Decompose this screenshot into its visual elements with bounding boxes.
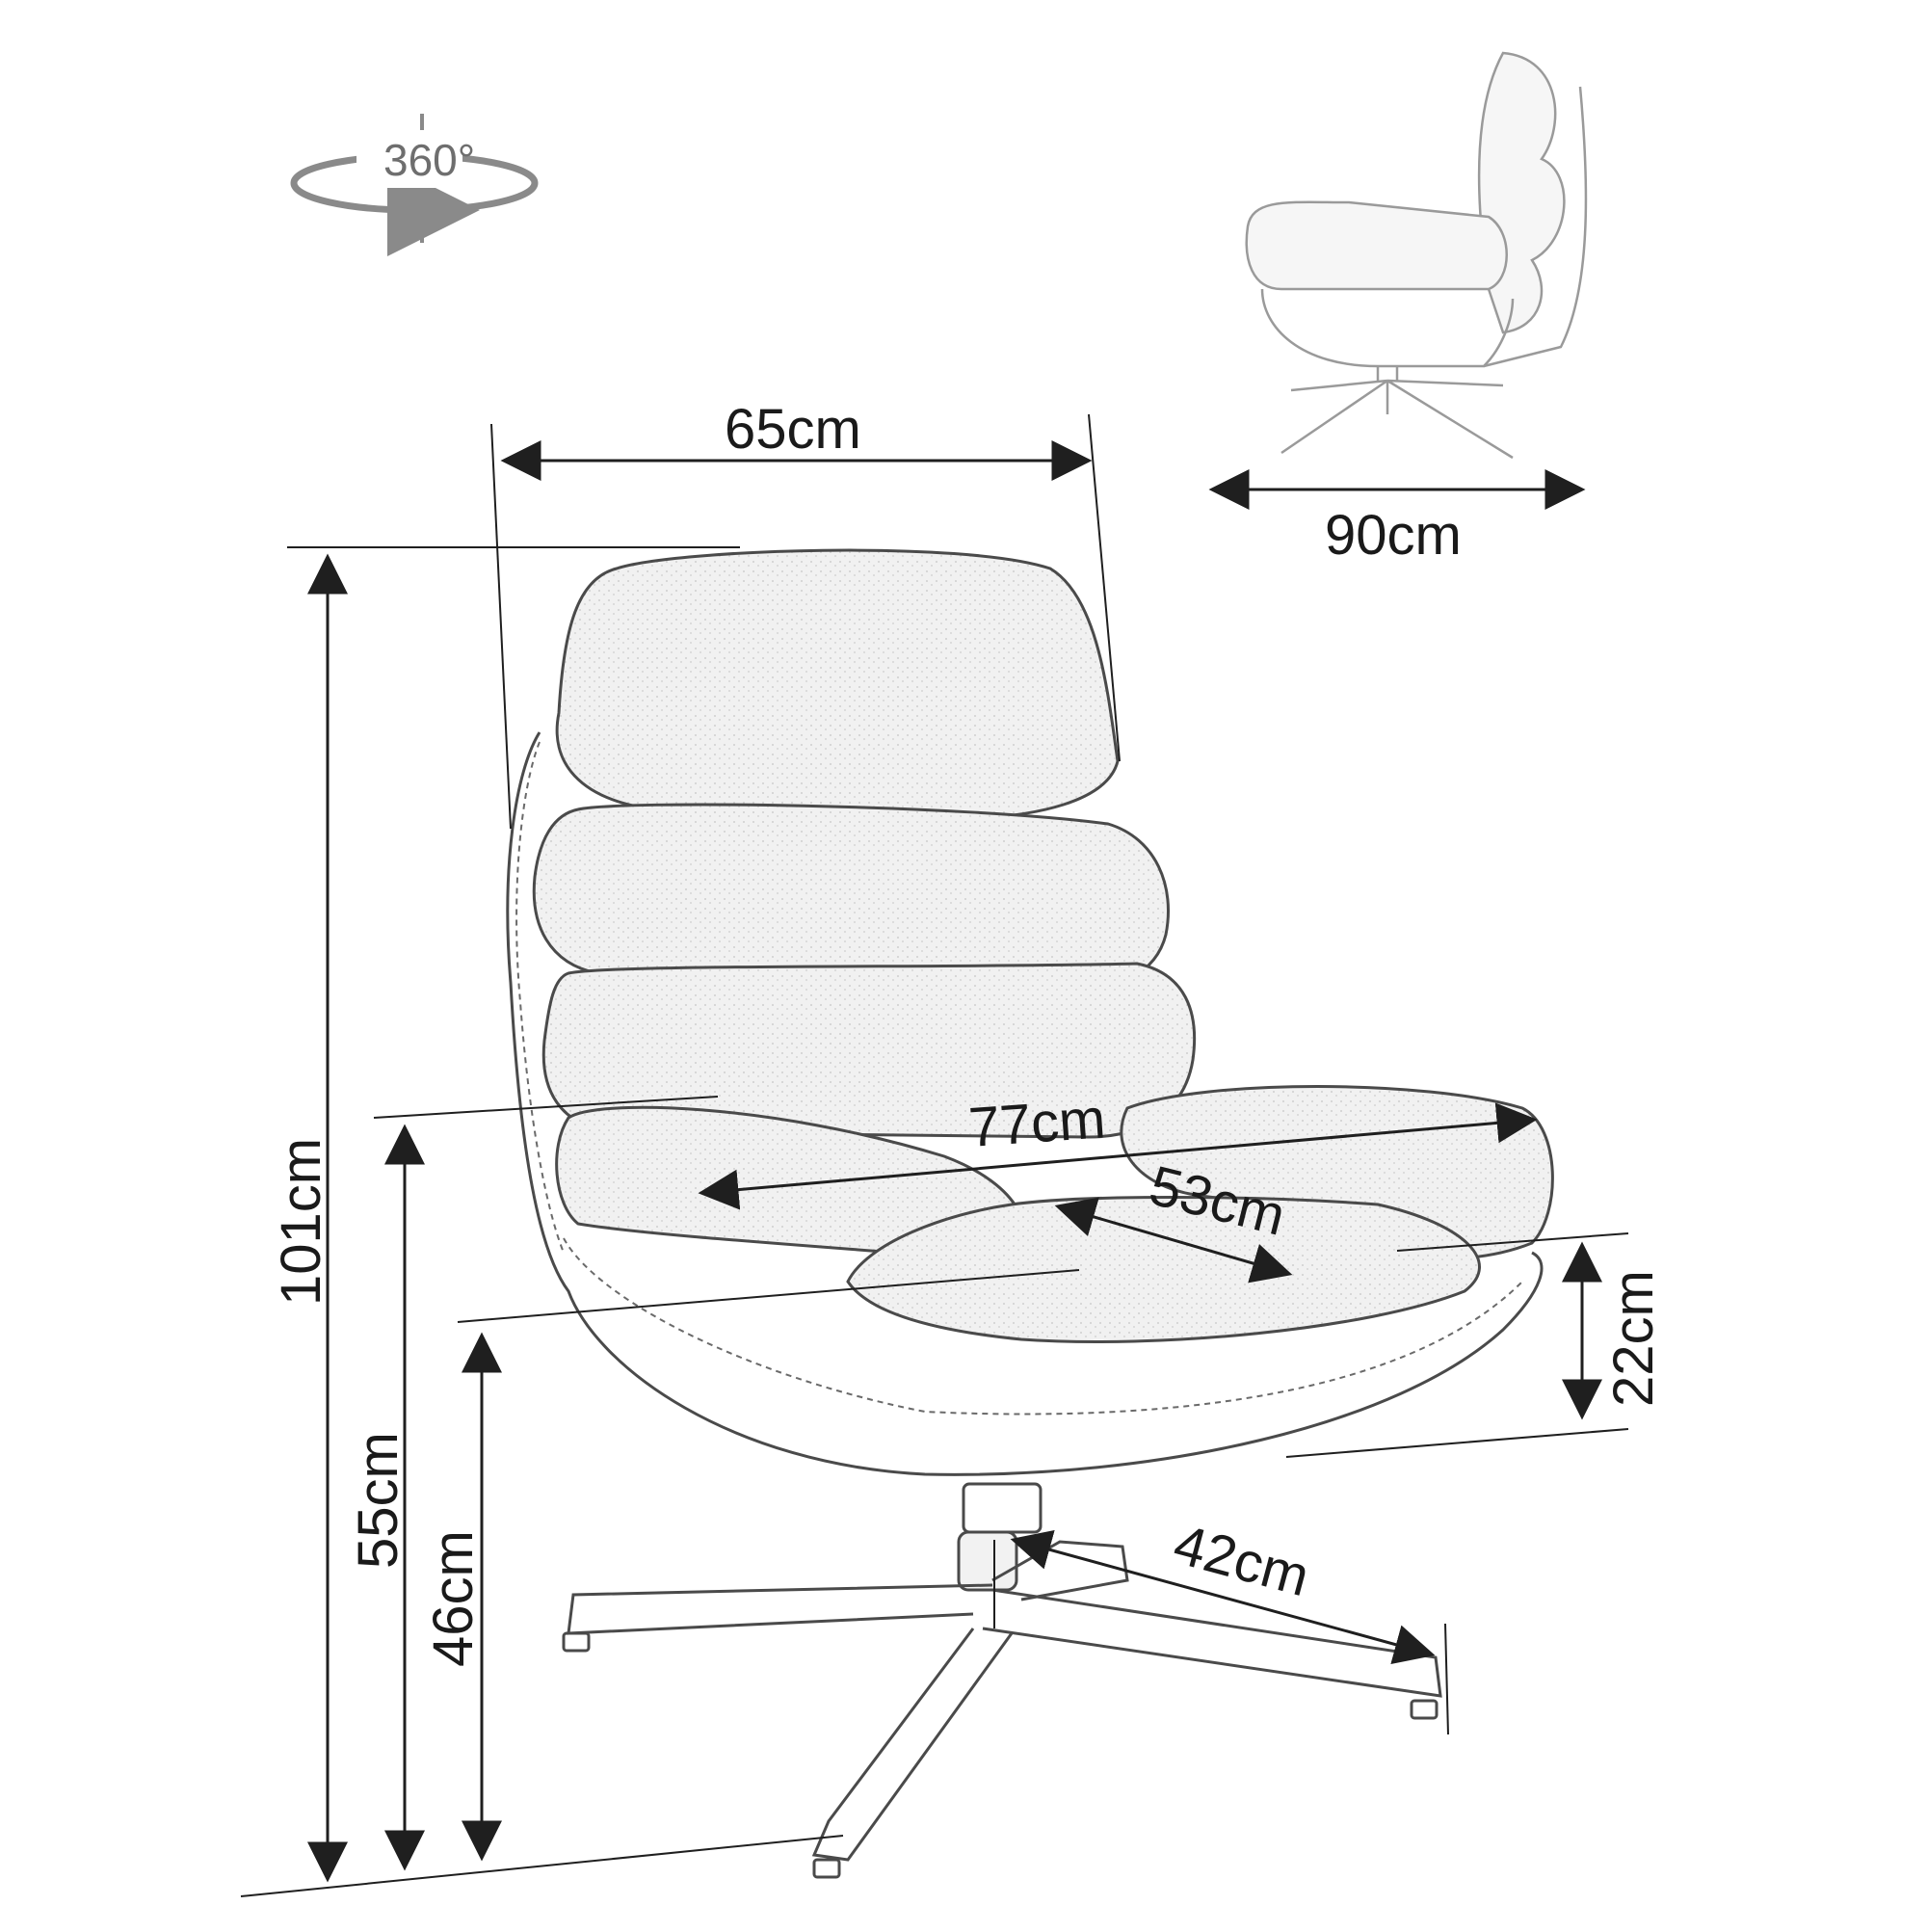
dimension-seat-height-label: 46cm [422,1530,485,1667]
dimension-armrest-height: 55cm [347,1096,719,1871]
dimension-width-label: 65cm [725,398,861,461]
dimension-armrest-step: 22cm [1285,1232,1665,1458]
side-view-chair [1245,51,1588,460]
rotate-360-icon: 360° [290,114,539,256]
dimension-armrest-height-label: 55cm [347,1432,409,1569]
dimension-total-height-label: 101cm [270,1138,332,1306]
dimension-seat-height: 46cm [422,1269,1080,1862]
dimension-seat-diagonal: 77cm [698,1087,1538,1210]
dimension-total-height: 101cm [240,546,844,1897]
dimension-depth: 90cm [1208,469,1586,567]
dimension-armrest-step-label: 22cm [1602,1270,1665,1407]
rotation-label: 360° [383,135,475,185]
dimension-depth-label: 90cm [1325,504,1462,567]
dimension-seat-diagonal-label: 77cm [966,1087,1107,1159]
dimension-width: 65cm [490,398,1121,830]
front-view-chair [506,548,1554,1879]
dimension-base-radius-label: 42cm [1168,1513,1316,1608]
